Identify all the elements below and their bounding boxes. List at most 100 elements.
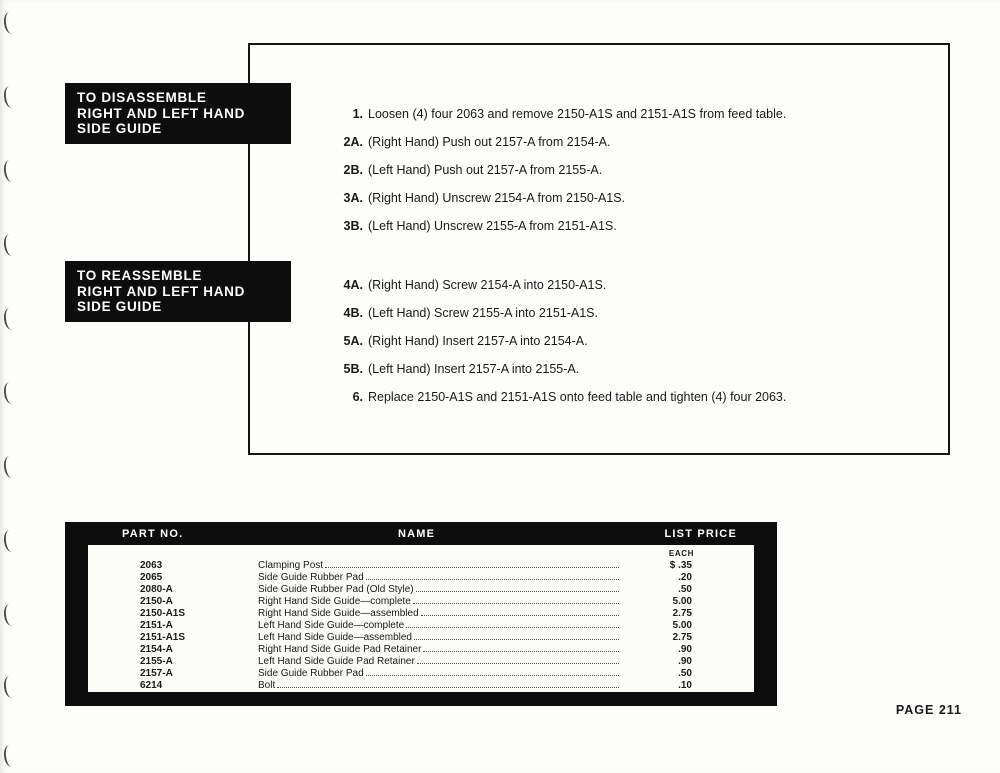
step-number: 3A. — [343, 191, 363, 205]
part-price: .10 — [678, 680, 692, 691]
instruction-group-reassemble: 4A. (Right Hand) Screw 2154-A into 2150-A… — [336, 278, 936, 405]
part-price: .90 — [678, 656, 692, 667]
step-text: (Left Hand) Screw 2155-A into 2151-A1S. — [368, 306, 598, 320]
part-no: 2065 — [140, 572, 163, 583]
step-text: (Right Hand) Unscrew 2154-A from 2150-A1… — [368, 191, 626, 205]
part-price: 2.75 — [672, 632, 692, 643]
dot-leader — [415, 591, 619, 592]
dot-leader — [423, 651, 619, 652]
part-price: $ .35 — [669, 560, 692, 571]
part-name: Right Hand Side Guide—assembled — [258, 608, 419, 619]
part-name: Clamping Post — [258, 560, 324, 571]
section-title-line: TO REASSEMBLE — [77, 268, 203, 283]
part-name: Left Hand Side Guide—assembled — [258, 632, 412, 643]
instruction-step: 6. Replace 2150-A1S and 2151-A1S onto fee… — [336, 390, 936, 405]
binding-mark-icon — [2, 11, 17, 35]
step-text: (Right Hand) Push out 2157-A from 2154-A… — [368, 135, 611, 149]
table-row: 2065 Side Guide Rubber Pad .20 — [140, 572, 692, 584]
instruction-step: 4B. (Left Hand) Screw 2155-A into 2151-A1… — [336, 306, 936, 321]
step-text: Loosen (4) four 2063 and remove 2150-A1S… — [368, 107, 787, 121]
dot-leader — [365, 579, 619, 580]
section-title-line: SIDE GUIDE — [77, 121, 163, 136]
table-row: 2151-A1S Left Hand Side Guide—assembled 2.… — [140, 632, 692, 644]
step-number: 6. — [352, 390, 363, 404]
instruction-step: 3B.(Left Hand) Unscrew 2155-A from 2151-… — [336, 219, 936, 234]
part-name: Side Guide Rubber Pad — [258, 668, 364, 679]
instruction-step: 1. Loosen (4) four 2063 and remove 2150-A… — [336, 107, 936, 122]
part-name: Side Guide Rubber Pad — [258, 572, 364, 583]
instruction-step: 2B.(Left Hand) Push out 2157-A from 2155… — [336, 163, 936, 178]
part-no: 2151-A — [140, 620, 173, 631]
part-no: 6214 — [140, 680, 163, 691]
part-no: 2155-A — [140, 656, 173, 667]
binding-mark-icon — [2, 603, 17, 627]
binding-mark-icon — [2, 381, 17, 405]
part-price: .20 — [678, 572, 692, 583]
step-text: Replace 2150-A1S and 2151-A1S onto feed … — [368, 390, 787, 404]
step-text: (Right Hand) Screw 2154-A into 2150-A1S. — [368, 278, 607, 292]
binding-mark-icon — [2, 455, 17, 479]
part-no: 2151-A1S — [140, 632, 186, 643]
part-no: 2150-A — [140, 596, 173, 607]
dot-leader — [413, 639, 619, 640]
step-number: 2B. — [343, 163, 363, 177]
each-label: EACH — [668, 549, 694, 558]
instruction-step: 5B. (Left Hand) Insert 2157-A into 2155-A… — [336, 362, 936, 377]
section-title-line: RIGHT AND LEFT HAND — [77, 105, 246, 121]
section-title-line: TO DISASSEMBLE — [77, 90, 207, 105]
binding-mark-icon — [2, 675, 17, 699]
step-number: 4A. — [343, 278, 363, 292]
step-number: 5A. — [343, 334, 363, 348]
step-number: 3B. — [343, 219, 363, 233]
part-price: .90 — [678, 644, 692, 655]
binding-mark-icon — [2, 529, 17, 553]
step-number: 1. — [352, 107, 363, 121]
step-number: 5B. — [343, 362, 363, 376]
page-number: PAGE 211 — [895, 703, 962, 717]
part-name: Bolt — [258, 680, 276, 691]
binding-mark-icon — [2, 159, 17, 183]
step-number: 4B. — [343, 306, 363, 320]
binding-mark-icon — [2, 307, 17, 331]
dot-leader — [325, 567, 619, 568]
instruction-group-disassemble: 1. Loosen (4) four 2063 and remove 2150-A… — [336, 107, 936, 234]
step-text: (Right Hand) Insert 2157-A into 2154-A. — [368, 334, 588, 348]
part-no: 2080-A — [140, 584, 173, 595]
section-title-line: RIGHT AND LEFT HAND — [77, 283, 246, 299]
part-no: 2154-A — [140, 644, 173, 655]
section-title-reassemble: TO REASSEMBLE RIGHT AND LEFT HAND SIDE G… — [65, 261, 291, 322]
instruction-step: 5A. (Right Hand) Insert 2157-A into 2154-… — [336, 334, 936, 349]
step-number: 2A. — [343, 135, 363, 149]
part-name: Right Hand Side Guide Pad Retainer — [258, 644, 422, 655]
dot-leader — [420, 615, 619, 616]
instruction-steps: 1. Loosen (4) four 2063 and remove 2150-A… — [336, 107, 936, 418]
binding-mark-icon — [2, 744, 17, 768]
instruction-step: 3A. (Right Hand) Unscrew 2154-A from 2150… — [336, 191, 936, 206]
step-text: (Left Hand) Insert 2157-A into 2155-A. — [368, 362, 580, 376]
binding-mark-icon — [2, 233, 17, 257]
part-no: 2063 — [140, 560, 163, 571]
part-price: .50 — [678, 668, 692, 679]
table-row: 2063 Clamping Post $ .35 — [140, 560, 692, 572]
part-price: 5.00 — [672, 620, 692, 631]
part-name: Right Hand Side Guide—complete — [258, 596, 411, 607]
dot-leader — [412, 603, 619, 604]
table-row: 2155-A Left Hand Side Guide Pad Retainer.… — [140, 656, 692, 668]
dot-leader — [365, 675, 619, 676]
instruction-step: 4A. (Right Hand) Screw 2154-A into 2150-A… — [336, 278, 936, 293]
table-row: 2154-A Right Hand Side Guide Pad Retainer… — [140, 644, 692, 656]
part-name: Left Hand Side Guide—complete — [258, 620, 405, 631]
part-name: Left Hand Side Guide Pad Retainer — [258, 656, 415, 667]
dot-leader — [416, 663, 619, 664]
table-row: 2151-A Left Hand Side Guide—complete 5.00 — [140, 620, 692, 632]
dot-leader — [406, 627, 619, 628]
section-title-line: SIDE GUIDE — [77, 299, 163, 314]
